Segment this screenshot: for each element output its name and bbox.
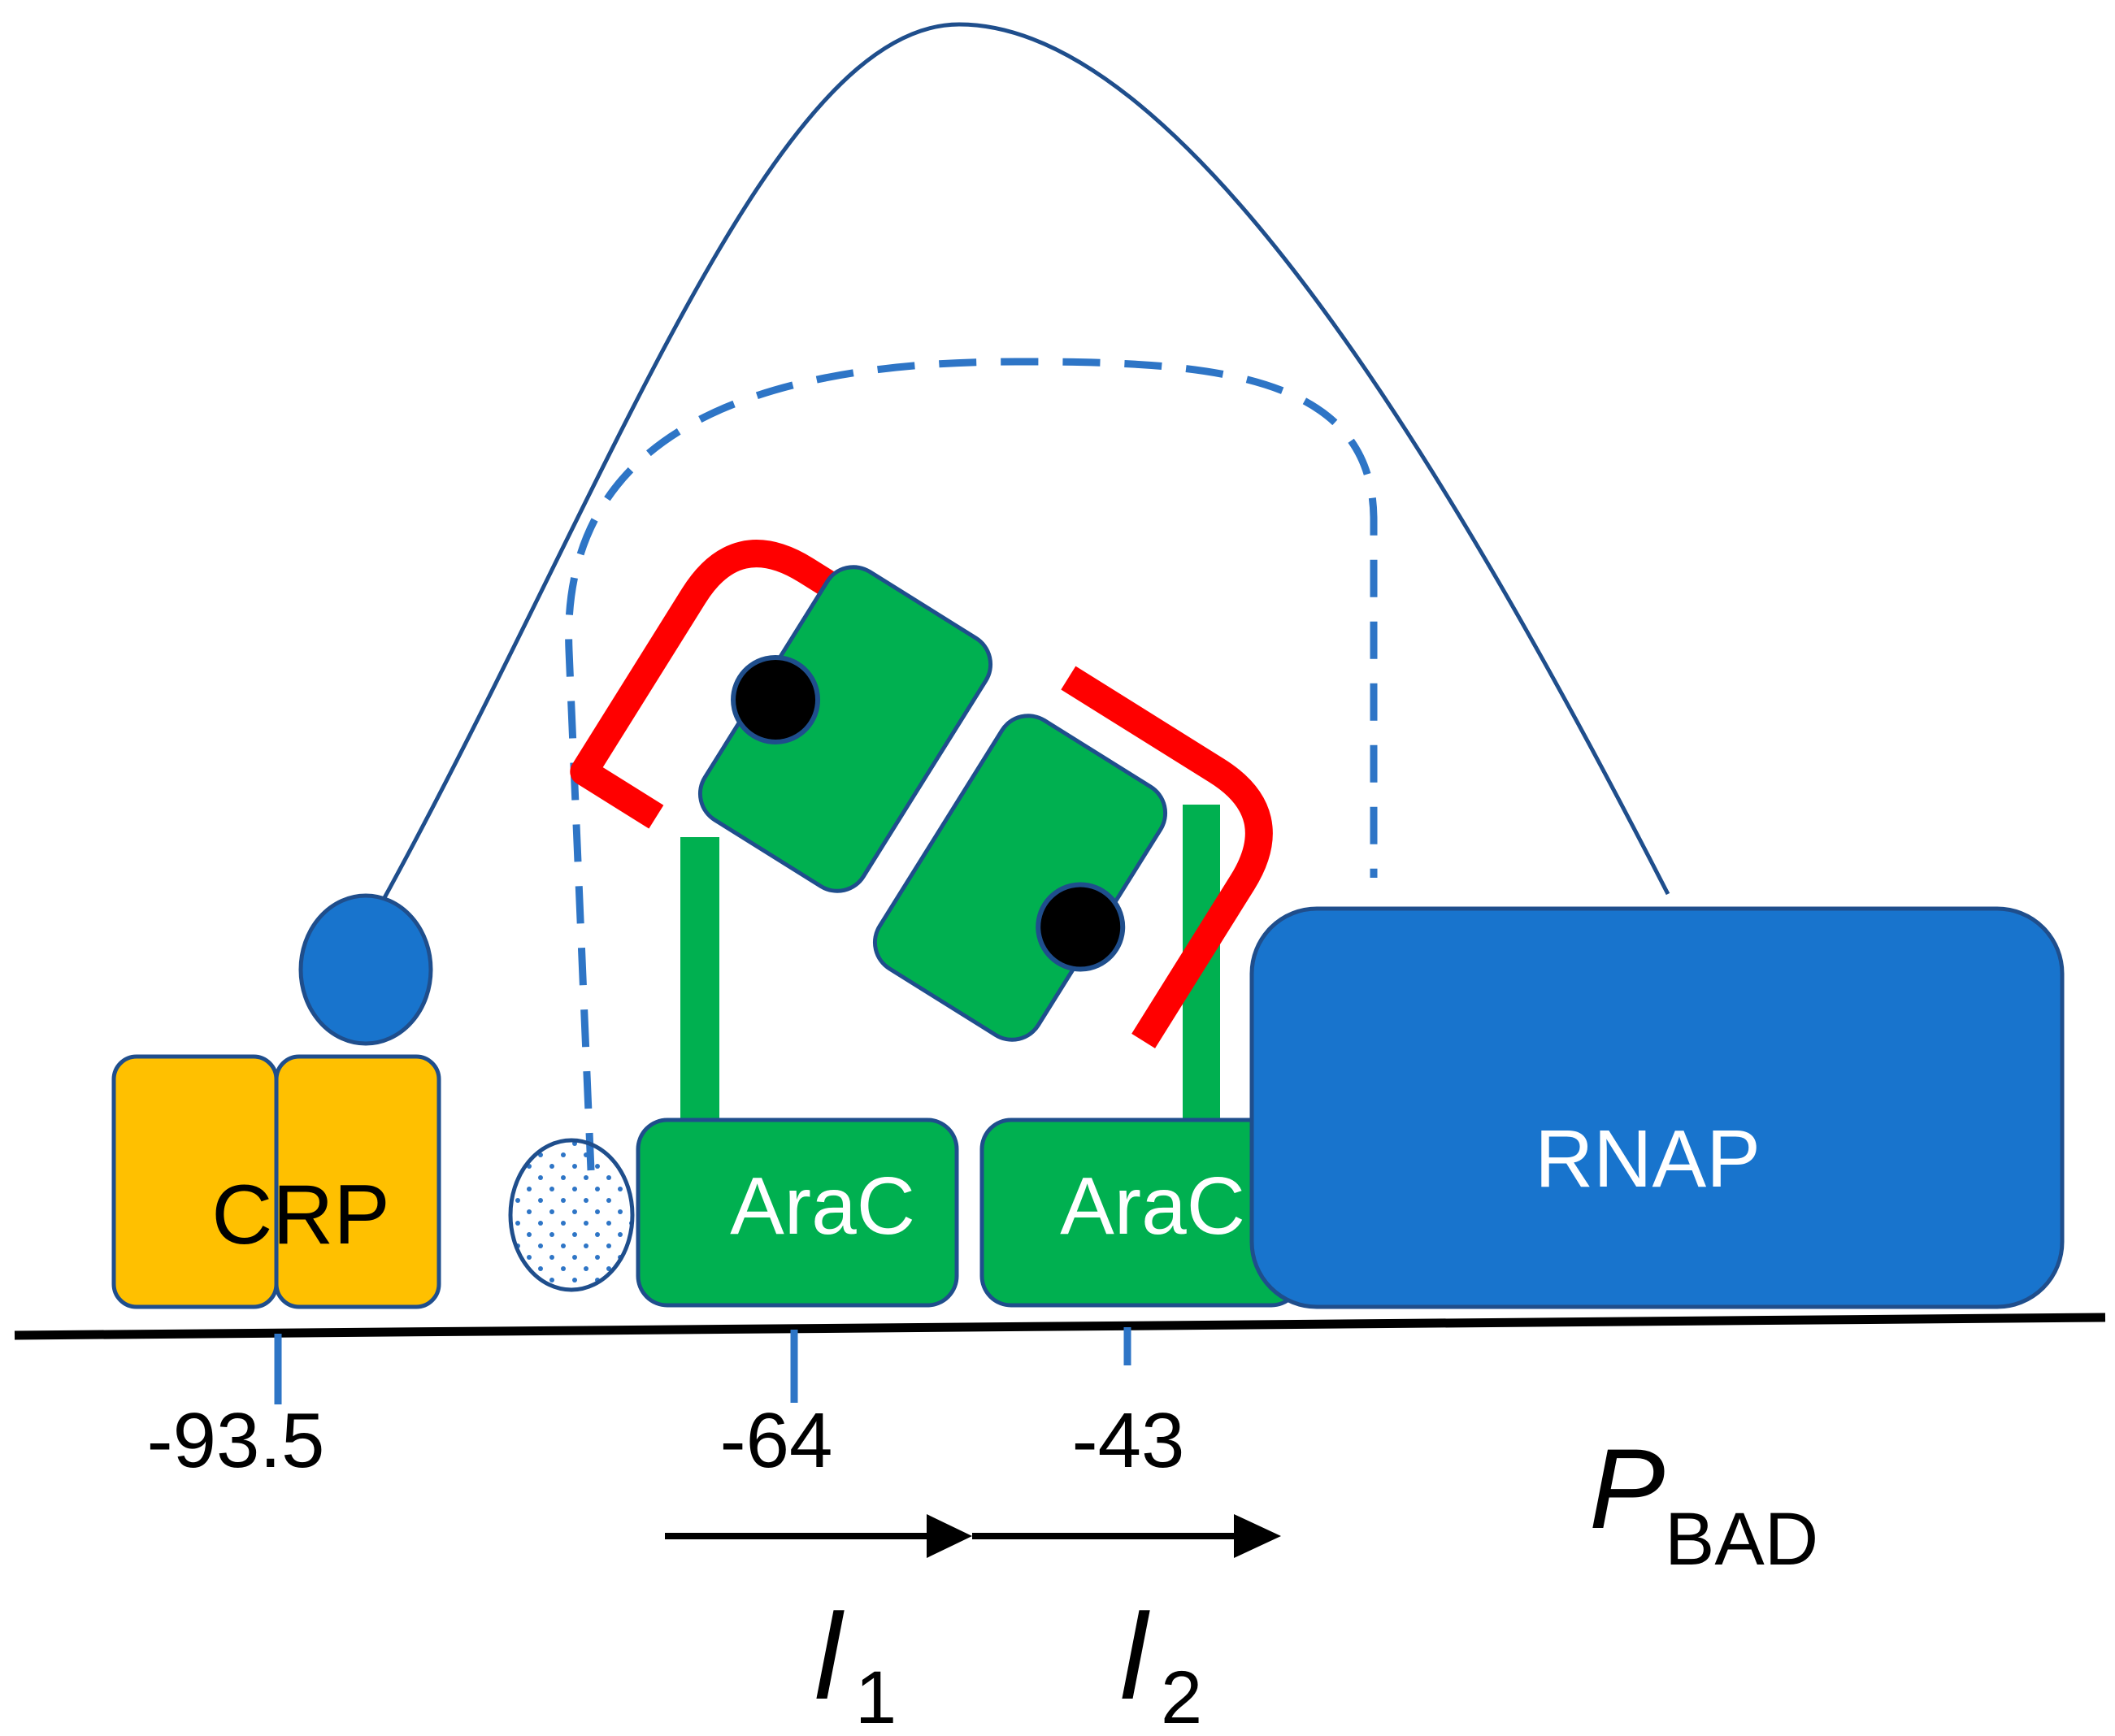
promoter-label-main: P [1589,1425,1665,1552]
crp-ctd-circle-icon [298,893,433,1046]
dna-line [14,1313,2106,1340]
rnap-alpha-ctd-icon [508,1138,635,1292]
arac-linker-left [680,837,719,1122]
ligand-2-icon [1036,882,1126,972]
spacing-l2-main: l [1120,1588,1150,1725]
arac-arm-2 [1061,666,1273,1048]
crp-subunit-right [274,1054,441,1309]
promoter-label-sub: BAD [1665,1498,1818,1581]
arrow-l1-head [927,1514,972,1558]
arac-2-label: AraC [1060,1161,1245,1252]
spacing-l1-main: l [814,1588,845,1725]
arac-arm-1 [570,540,845,829]
rnap-label: RNAP [1535,1113,1761,1204]
arac-dimerization-domain-2 [872,666,1273,1048]
ligand-1-icon [731,654,821,744]
position-i2: -43 [1072,1397,1185,1484]
position-i1: -64 [720,1397,833,1484]
spacing-l2-sub: 2 [1161,1656,1202,1736]
arac-dimerization-domain-1 [570,540,993,893]
arrow-l2-head [1234,1514,1281,1558]
arac-box-1 [636,1118,959,1308]
dashed-loop [565,358,1378,1171]
crp-label: CRP [211,1168,390,1262]
position-crp: -93.5 [147,1397,325,1484]
solid-loop [380,22,1670,904]
spacing-l1-sub: 1 [855,1656,897,1736]
rnap-box [1249,906,2065,1309]
arac-1-label: AraC [730,1161,915,1252]
